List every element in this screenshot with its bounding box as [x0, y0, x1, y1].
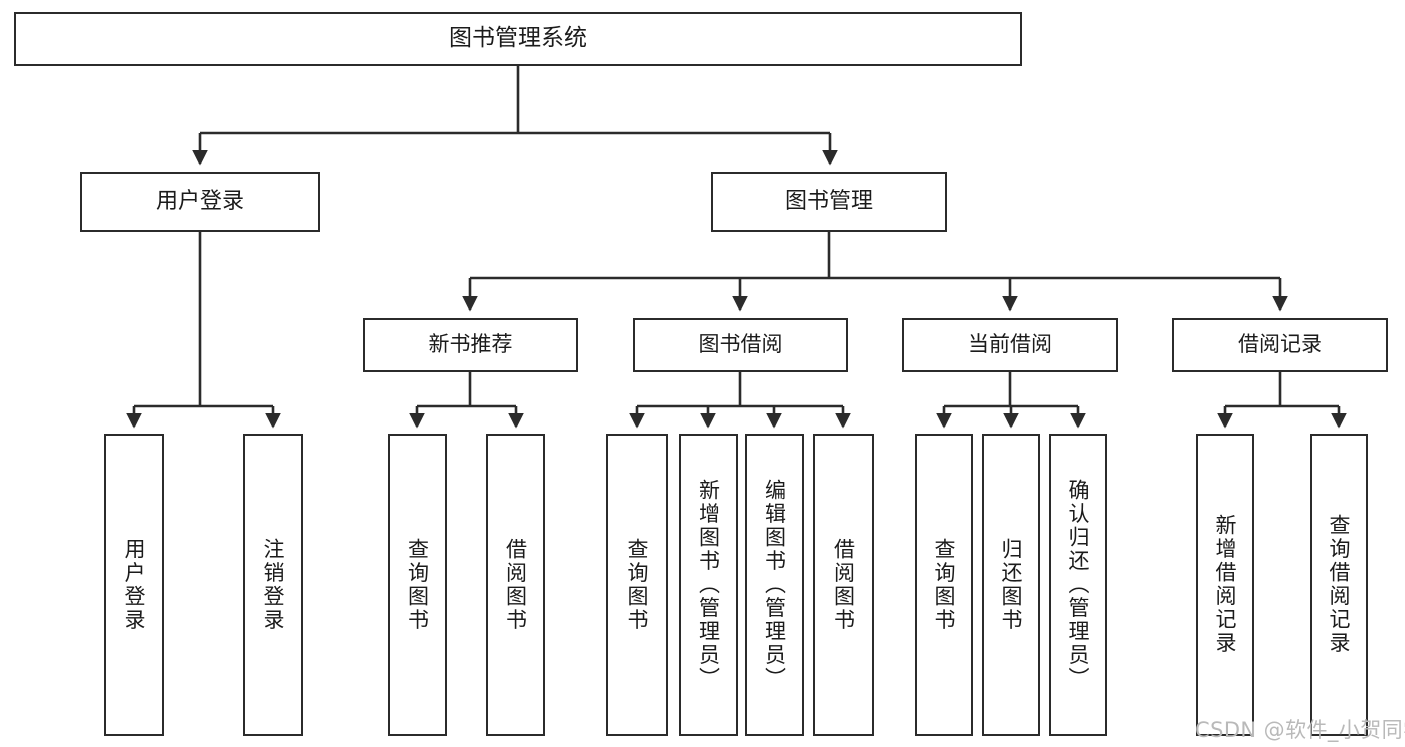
leaf-node-12-label: 新增借阅记录 — [1213, 514, 1238, 656]
leaf-node-9[interactable]: 查询图书 — [915, 434, 973, 736]
leaf-node-5-label: 查询图书 — [625, 537, 650, 633]
leaf-node-10[interactable]: 归还图书 — [982, 434, 1040, 736]
leaf-node-1-label: 用户登录 — [122, 537, 147, 633]
level1-node-2[interactable]: 图书管理 — [711, 172, 947, 232]
watermark-text: CSDN @软件_小贺同学 — [1195, 718, 1405, 742]
leaf-node-13[interactable]: 查询借阅记录 — [1310, 434, 1368, 736]
leaf-node-11[interactable]: 确认归还（管理员） — [1049, 434, 1107, 736]
leaf-node-9-label: 查询图书 — [932, 537, 957, 633]
leaf-node-5[interactable]: 查询图书 — [606, 434, 668, 736]
leaf-node-10-label: 归还图书 — [999, 537, 1024, 633]
leaf-node-2[interactable]: 注销登录 — [243, 434, 303, 736]
leaf-node-12[interactable]: 新增借阅记录 — [1196, 434, 1254, 736]
leaf-node-8[interactable]: 借阅图书 — [813, 434, 874, 736]
level2-node-4-label: 借阅记录 — [1238, 332, 1322, 357]
leaf-node-3-label: 查询图书 — [405, 537, 430, 633]
leaf-node-6[interactable]: 新增图书（管理员） — [679, 434, 738, 736]
leaf-node-4-label: 借阅图书 — [503, 537, 528, 633]
level2-node-1-label: 新书推荐 — [428, 332, 513, 357]
level2-node-2-label: 图书借阅 — [698, 332, 783, 357]
level2-node-3[interactable]: 当前借阅 — [902, 318, 1118, 372]
level1-node-2-label: 图书管理 — [784, 188, 873, 214]
level2-node-3-label: 当前借阅 — [968, 332, 1052, 357]
leaf-node-8-label: 借阅图书 — [831, 537, 856, 633]
leaf-node-2-label: 注销登录 — [261, 537, 286, 633]
root-node-book-management-system[interactable]: 图书管理系统 — [14, 12, 1022, 66]
leaf-node-13-label: 查询借阅记录 — [1327, 514, 1352, 656]
level1-node-1-label: 用户登录 — [155, 188, 244, 214]
leaf-node-1[interactable]: 用户登录 — [104, 434, 164, 736]
leaf-node-3[interactable]: 查询图书 — [388, 434, 447, 736]
leaf-node-7-label: 编辑图书（管理员） — [762, 479, 787, 691]
root-node-book-management-system-label: 图书管理系统 — [449, 25, 587, 52]
leaf-node-4[interactable]: 借阅图书 — [486, 434, 545, 736]
level2-node-2[interactable]: 图书借阅 — [633, 318, 848, 372]
level2-node-4[interactable]: 借阅记录 — [1172, 318, 1388, 372]
level2-node-1[interactable]: 新书推荐 — [363, 318, 578, 372]
level1-node-1[interactable]: 用户登录 — [80, 172, 320, 232]
leaf-node-6-label: 新增图书（管理员） — [696, 479, 721, 691]
leaf-node-11-label: 确认归还（管理员） — [1066, 479, 1091, 691]
leaf-node-7[interactable]: 编辑图书（管理员） — [745, 434, 804, 736]
